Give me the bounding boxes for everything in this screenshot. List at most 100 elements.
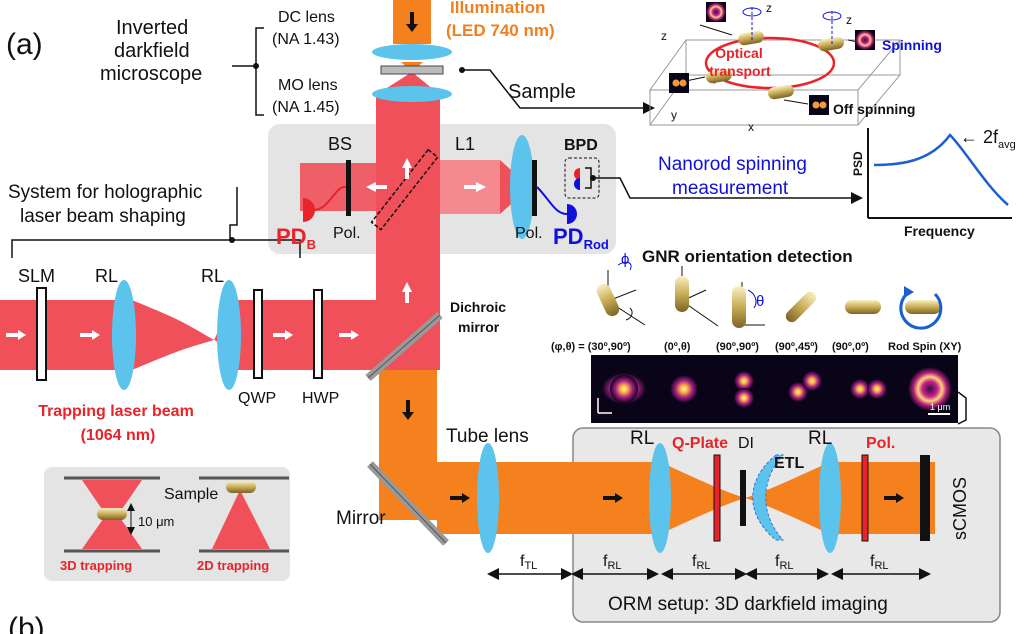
psf-scale-label: 1 μm bbox=[930, 402, 950, 412]
di bbox=[740, 470, 746, 526]
psd-peak-label: ← 2favg bbox=[960, 127, 1016, 151]
axis-x: x bbox=[748, 120, 754, 134]
axis-y: y bbox=[671, 108, 677, 122]
tube-lens bbox=[477, 443, 499, 553]
illumination-led: (LED 740 nm) bbox=[446, 21, 555, 40]
microscope-title-1: Inverted bbox=[116, 17, 188, 39]
f-rl-1-label: fRL bbox=[603, 553, 622, 572]
rl1-label: RL bbox=[95, 266, 118, 286]
q-plate bbox=[713, 454, 721, 542]
gnr-label-5: (90º,0º) bbox=[832, 341, 869, 353]
rl-b-lens bbox=[819, 443, 841, 553]
mo-lens-label: MO lens bbox=[278, 77, 338, 94]
microscope-title-3: microscope bbox=[100, 63, 202, 85]
axis-z-1: z bbox=[766, 1, 772, 15]
dc-lens-label: DC lens bbox=[278, 9, 335, 26]
transport-illustration bbox=[649, 2, 902, 126]
axis-z-2: z bbox=[846, 13, 852, 27]
bpd-label: BPD bbox=[564, 137, 598, 154]
axis-z-3: z bbox=[661, 29, 667, 43]
gnr-label-4: (90º,45º) bbox=[775, 341, 818, 353]
hwp bbox=[313, 289, 323, 379]
gnr-orientation-icons bbox=[596, 261, 943, 330]
beam-arrows bbox=[6, 158, 486, 340]
pd-rod-label: PDRod bbox=[553, 224, 609, 252]
qplate-label: Q-Plate bbox=[672, 435, 728, 452]
trapping-label-2: (1064 nm) bbox=[81, 427, 156, 444]
gnr-label-3: (90º,90º) bbox=[716, 341, 759, 353]
inset-sample-label: Sample bbox=[164, 486, 218, 503]
orm-setup-label: ORM setup: 3D darkfield imaging bbox=[608, 594, 888, 615]
holographic-title-1: System for holographic bbox=[8, 182, 202, 203]
l1-label: L1 bbox=[455, 134, 475, 154]
rl-a-label: RL bbox=[630, 428, 654, 449]
dc-lens-na: (NA 1.43) bbox=[272, 31, 340, 48]
gnr-theta: θ bbox=[756, 293, 764, 310]
optical-transport-2: transport bbox=[709, 63, 771, 79]
bpd bbox=[564, 157, 600, 199]
pol-right-label: Pol. bbox=[515, 225, 543, 242]
psd-curve bbox=[873, 133, 1009, 206]
pol-red-label: Pol. bbox=[866, 435, 895, 452]
scmos-sensor bbox=[920, 455, 930, 541]
qwp bbox=[253, 289, 263, 379]
holographic-title-2: laser beam shaping bbox=[20, 206, 186, 227]
rl2-lens bbox=[217, 280, 241, 390]
pol-left-label: Pol. bbox=[333, 225, 361, 242]
trap-3d-label: 3D trapping bbox=[60, 558, 132, 573]
mo-lens bbox=[372, 86, 452, 102]
qwp-label: QWP bbox=[238, 390, 276, 407]
di-label: DI bbox=[738, 435, 754, 452]
off-spinning-label: Off spinning bbox=[833, 101, 915, 117]
gnr-phi: ϕ bbox=[621, 251, 629, 268]
illumination-label: Illumination bbox=[450, 0, 545, 17]
trap-inset-drawing bbox=[64, 476, 289, 553]
spinning-label: Spinning bbox=[882, 37, 942, 53]
transport-orbit bbox=[704, 36, 836, 90]
gnr-label-6: Rod Spin (XY) bbox=[888, 341, 962, 353]
slm-label: SLM bbox=[18, 266, 55, 286]
gnr-label-2: (0º,θ) bbox=[664, 341, 691, 353]
etl-lens bbox=[752, 454, 785, 541]
psd-ylabel: PSD bbox=[851, 151, 865, 176]
rl2-label: RL bbox=[201, 266, 224, 286]
mirror-label: Mirror bbox=[336, 508, 386, 529]
hwp-label: HWP bbox=[302, 390, 339, 407]
pol-red bbox=[861, 454, 869, 542]
spin-measurement-1: Nanorod spinning bbox=[658, 154, 807, 175]
inset-scale-label: 10 μm bbox=[138, 514, 174, 529]
spin-measurement-2: measurement bbox=[672, 178, 789, 199]
pd-rod bbox=[567, 204, 577, 224]
l1-lens bbox=[510, 135, 534, 239]
pol-right bbox=[532, 160, 537, 216]
gnr-title: GNR orientation detection bbox=[642, 247, 853, 266]
f-tl-label: fTL bbox=[520, 553, 537, 572]
optical-transport-1: Optical bbox=[715, 45, 762, 61]
panel-label-a: (a) bbox=[6, 28, 43, 61]
microscope-title-2: darkfield bbox=[114, 40, 190, 62]
f-rl-4-label: fRL bbox=[870, 553, 889, 572]
pd-b bbox=[303, 198, 315, 222]
trap-2d-label: 2D trapping bbox=[197, 558, 269, 573]
mo-lens-na: (NA 1.45) bbox=[272, 99, 340, 116]
dichroic-label-2: mirror bbox=[458, 319, 500, 335]
dichroic-label-1: Dichroic bbox=[450, 299, 506, 315]
sample-slide bbox=[380, 65, 444, 75]
f-rl-2-label: fRL bbox=[692, 553, 711, 572]
rl-a-lens bbox=[649, 443, 671, 553]
beam-splitter bbox=[370, 148, 439, 231]
tube-lens-label: Tube lens bbox=[446, 426, 529, 447]
sample-label: Sample bbox=[508, 81, 576, 103]
trapping-label-1: Trapping laser beam bbox=[38, 403, 194, 420]
pd-b-label: PDB bbox=[276, 224, 316, 252]
panel-label-b: (b) bbox=[8, 612, 45, 634]
scmos-label: sCMOS bbox=[950, 477, 970, 540]
f-rl-3-label: fRL bbox=[775, 553, 794, 572]
gnr-label-1: (φ,θ) = (30º,90º) bbox=[551, 341, 631, 353]
psd-xlabel: Frequency bbox=[904, 223, 975, 239]
pol-left bbox=[346, 160, 351, 216]
psd-plot bbox=[867, 128, 1012, 219]
rl-b-label: RL bbox=[808, 428, 832, 449]
slm bbox=[36, 287, 47, 381]
